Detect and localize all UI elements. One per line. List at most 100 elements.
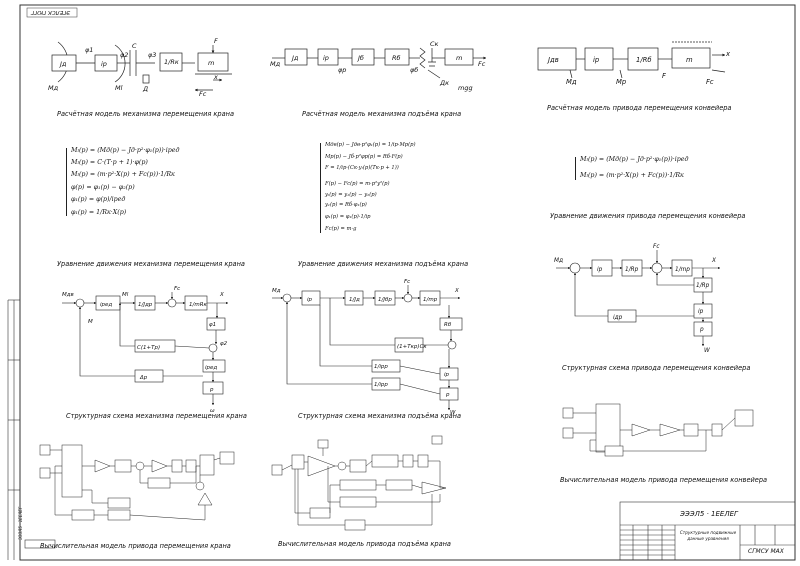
label-jd: Jд xyxy=(290,54,299,62)
caption-conveyor-model: Расчётная модель привода перемещения кон… xyxy=(547,104,732,112)
label-ml: Мl xyxy=(115,84,123,92)
label-jd: Jд xyxy=(58,60,67,68)
label-omega: ω xyxy=(210,408,215,414)
label-p: р xyxy=(699,327,704,333)
caption-crane-travel-sim: Вычислительная модель привода перемещени… xyxy=(40,542,231,550)
caption-conveyor-struct: Структурная схема привода перемещения ко… xyxy=(562,364,751,372)
label-w: W xyxy=(704,348,710,354)
conveyor-model-labels: Jдв iр 1/Rб m Мд Мр F Fс x xyxy=(546,50,731,86)
label-ired2: iред xyxy=(205,365,217,371)
label-x: x xyxy=(725,50,731,58)
label-fc: Fс xyxy=(706,78,714,86)
label-fc: Fc xyxy=(478,60,486,68)
equation-row: F(p) − Fс(p) = m·p²y²(p) xyxy=(325,180,390,187)
label-1mp: 1/mр xyxy=(675,267,690,273)
caption-crane-travel-model: Расчётная модель механизма перемещения к… xyxy=(57,110,234,118)
label-mp: Мр xyxy=(616,78,626,86)
label-1jdp: 1/Jдр xyxy=(138,302,153,308)
label-m: m xyxy=(686,56,693,64)
label-x: X xyxy=(711,258,717,264)
crane-travel-model-labels: Jд iр φ1 φ2 φ3 С 1/Rк m Д Мд Мl F Fc x xyxy=(48,37,218,98)
label-fc: Fc xyxy=(653,244,660,250)
label-phib: φб xyxy=(410,66,418,74)
label-ip: iр xyxy=(593,56,599,64)
title-block-code: ЭЭЭЛ5 · 1ЕЕЛЕГ xyxy=(680,510,738,518)
label-x: X xyxy=(219,292,224,298)
label-x: x xyxy=(213,73,218,81)
caption-crane-travel-struct: Структурная схема механизма перемещения … xyxy=(66,412,247,420)
label-md: Мд xyxy=(270,60,281,68)
label-f: F xyxy=(662,72,666,80)
label-c1tp: C(1+Tp) xyxy=(137,345,160,351)
equation-row: φ₁(p) = 1/Rк·X(p) xyxy=(71,208,127,216)
sheet-frame xyxy=(7,4,796,561)
crane-travel-struct-diagram xyxy=(62,292,229,406)
title-block-org: СГМСУ МАХ xyxy=(748,548,784,555)
label-ip: iр xyxy=(597,267,603,273)
crane-travel-model-diagram xyxy=(51,41,232,92)
label-ip2: iр xyxy=(444,372,450,378)
equation-row: Mр(p) − Jб·p²φр(p) = Rб·F(p) xyxy=(325,154,403,161)
label-jb: Jб xyxy=(356,54,364,62)
label-phi2: φ2 xyxy=(120,51,128,59)
label-1mp: 1/mр xyxy=(423,297,438,303)
crane-travel-sim-diagram xyxy=(39,444,235,521)
label-p: р xyxy=(209,387,214,393)
equation-row: y₁(p) = Rб·φ₁(p) xyxy=(325,202,367,209)
conveyor-equations: Mₗ(p) = (Mд(p) − Jд·p²·φ₁(p))·iред Mₗ(p)… xyxy=(575,156,689,180)
label-1rk: 1/Rк xyxy=(164,58,179,66)
equation-row: Mₗ(p) = (Mд(p) − Jд·p²·φ₁(p))·iред xyxy=(580,156,689,163)
crane-travel-equations: Mₗ(p) = (Mд(p) − Jд·p²·φ₁(p))·iред Mₗ(p)… xyxy=(66,147,180,217)
label-phi1: φ1 xyxy=(85,46,93,54)
caption-crane-travel-eq: Уравнение движения механизма перемещения… xyxy=(57,260,245,268)
label-phi3: φ3 xyxy=(148,51,156,59)
hoist-struct-diagram xyxy=(272,285,463,411)
label-1rp2: 1/Rр xyxy=(696,283,710,289)
label-p: р xyxy=(445,392,450,398)
label-f: F xyxy=(214,37,218,45)
equation-row: Mₗ(p) = (m·p²·X(p) + Fс(p))·1/Rк xyxy=(580,172,684,180)
label-mdv: Мдв xyxy=(62,292,74,298)
hoist-model-diagram xyxy=(272,47,487,79)
hoist-sim-diagram xyxy=(271,435,447,531)
caption-conveyor-eq: Уравнение движения привода перемещения к… xyxy=(550,212,746,220)
label-ml: Мl xyxy=(122,292,129,298)
corner-stamp-box xyxy=(26,7,78,18)
caption-conveyor-sim: Вычислительная модель привода перемещени… xyxy=(560,476,768,484)
label-rb: Rб xyxy=(444,322,452,328)
label-1mrk: 1/mRк xyxy=(189,302,208,308)
conveyor-struct-diagram xyxy=(556,250,721,347)
conveyor-struct-labels: Мд iр 1/Rр Fc 1/mр X 1/Rр iр р iдр W xyxy=(554,244,717,354)
label-md: Мд xyxy=(554,258,563,264)
label-m: m xyxy=(208,59,214,67)
label-phi2: φ2 xyxy=(220,341,228,347)
label-dk: Дк xyxy=(439,79,449,87)
label-1ipp: 1/iрр xyxy=(374,364,388,370)
caption-hoist-eq: Уравнение движения механизма подъёма кра… xyxy=(298,260,469,268)
label-phi1: φ1 xyxy=(209,322,216,328)
label-fc: Fc xyxy=(174,286,180,292)
label-1jd: 1/Jд xyxy=(349,297,360,303)
label-1rp: 1/Rр xyxy=(625,267,639,273)
label-ired: iред xyxy=(100,302,112,308)
conveyor-sim-diagram xyxy=(562,403,754,457)
equation-row: Mдв(p) − Jдв·p²φ₁(p) = 1/iр·Mр(p) xyxy=(325,142,416,148)
caption-hoist-model: Расчётная модель механизма подъёма крана xyxy=(302,110,462,118)
crane-travel-struct-labels: Мдв М iред 1/Jдр Fc 1/mRк X φ1 φ2 C(1+Tp… xyxy=(62,286,228,414)
label-ip: iр xyxy=(101,60,107,68)
label-d: Д xyxy=(142,85,148,93)
corner-stamp: ЭГЕЛСК ГЮГГ xyxy=(31,9,71,15)
label-ck: Ск xyxy=(430,40,439,48)
label-md: Мд xyxy=(566,78,577,86)
hoist-struct-labels: Мд iр 1/Jд 1/Jбр Fc 1/mр X Rб (1+Tкр)Ск … xyxy=(272,279,459,416)
label-rb: Rб xyxy=(392,54,401,62)
label-idp: iдр xyxy=(613,315,623,321)
title-block xyxy=(24,501,796,561)
equation-row: Mₗ(p) = (m·p²·X(p) + Fс(p))·1/Rк xyxy=(71,170,175,178)
label-phip: φр xyxy=(338,66,346,74)
equation-row: Mₗ(p) = (Mд(p) − Jд·p²·φ₁(p))·iред xyxy=(71,147,180,154)
label-mgg: mgg xyxy=(458,84,473,92)
label-dp: Δр xyxy=(139,375,148,381)
label-md: Мд xyxy=(272,288,281,294)
